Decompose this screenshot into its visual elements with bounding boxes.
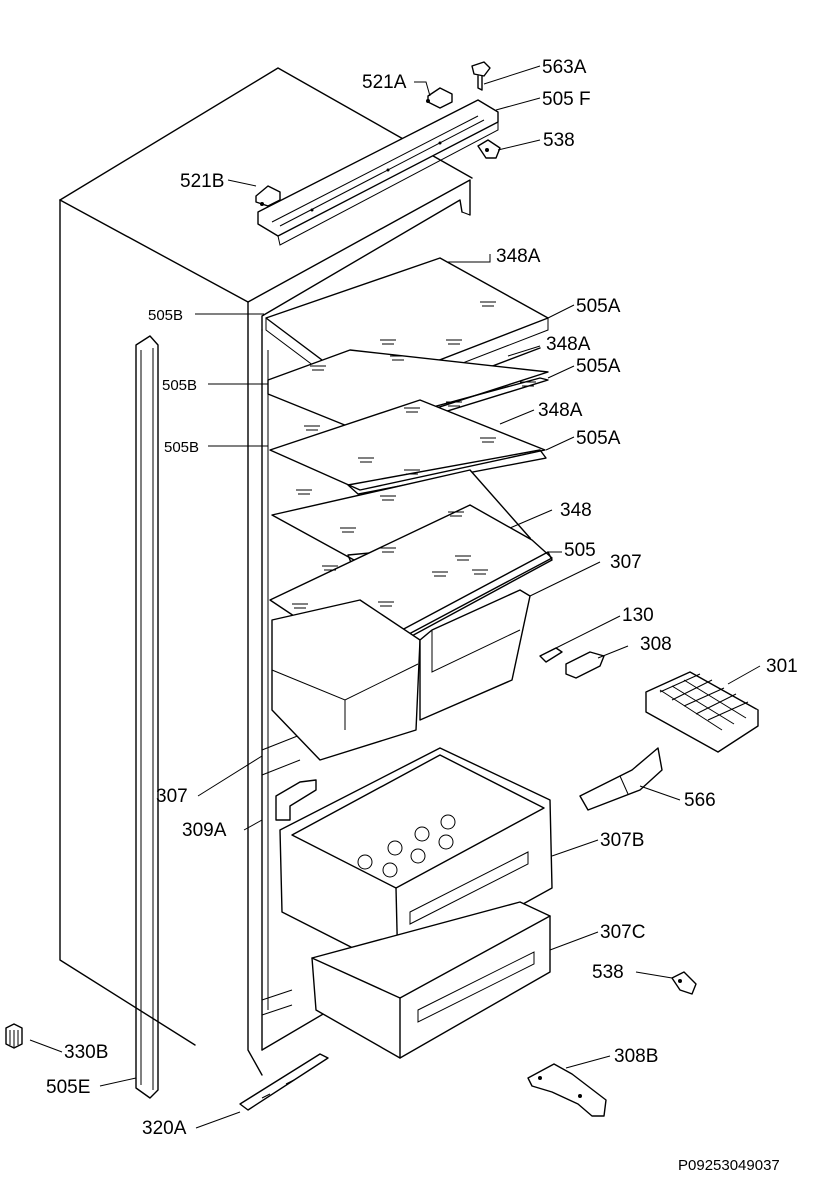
- label-348a-2: 348A: [546, 334, 591, 355]
- label-505a-1: 505A: [576, 296, 621, 317]
- top-hinge-rail: [257, 99, 499, 246]
- upper-drawers: [271, 589, 531, 761]
- part-labels: 563A 521A 505 F 538 521B 348A 505B 505A …: [46, 57, 798, 1174]
- label-348a-3: 348A: [538, 400, 583, 421]
- hinge-cap-521b: [255, 185, 281, 207]
- label-307b: 307B: [600, 830, 644, 851]
- label-505: 505: [564, 540, 596, 561]
- ice-tray-301: [645, 671, 759, 753]
- hinge-cap-521a: [426, 87, 453, 109]
- label-521b: 521B: [180, 171, 224, 192]
- footer-code: P09253049037: [678, 1157, 780, 1174]
- label-538-bottom: 538: [592, 962, 624, 983]
- label-505e: 505E: [46, 1077, 90, 1098]
- door-gasket: [135, 335, 159, 1099]
- hinge-538-top: [477, 139, 501, 159]
- label-307: 307: [610, 552, 642, 573]
- label-130: 130: [622, 605, 654, 626]
- label-505f: 505 F: [542, 89, 591, 110]
- label-505b-2: 505B: [162, 377, 197, 394]
- label-309a: 309A: [182, 820, 227, 841]
- label-348: 348: [560, 500, 592, 521]
- label-330b: 330B: [64, 1042, 108, 1063]
- label-308b: 308B: [614, 1046, 658, 1067]
- label-348a-1: 348A: [496, 246, 541, 267]
- label-505b-3: 505B: [164, 439, 199, 456]
- label-563a: 563A: [542, 57, 587, 78]
- bottom-drawer-307c: [311, 901, 551, 1059]
- label-505a-2: 505A: [576, 356, 621, 377]
- part-308: [565, 651, 605, 679]
- glass-marks: [292, 301, 536, 637]
- bracket-320a: [239, 1053, 329, 1111]
- cabinet-body: [59, 67, 473, 1076]
- hinge-538-bottom: [671, 971, 697, 995]
- label-307c: 307C: [600, 922, 645, 943]
- label-301: 301: [766, 656, 798, 677]
- label-308: 308: [640, 634, 672, 655]
- hinge-308b: [527, 1063, 607, 1117]
- hinge-pin-563a: [471, 61, 491, 91]
- label-505b-1: 505B: [148, 307, 183, 324]
- label-521a: 521A: [362, 72, 407, 93]
- label-505a-3: 505A: [576, 428, 621, 449]
- foot-330b: [5, 1023, 23, 1049]
- scraper-566: [579, 747, 663, 811]
- part-309a: [275, 779, 317, 821]
- label-320a: 320A: [142, 1118, 187, 1139]
- label-566: 566: [684, 790, 716, 811]
- leader-lines: [29, 65, 761, 1129]
- label-538-top: 538: [543, 130, 575, 151]
- label-307-left: 307: [156, 786, 188, 807]
